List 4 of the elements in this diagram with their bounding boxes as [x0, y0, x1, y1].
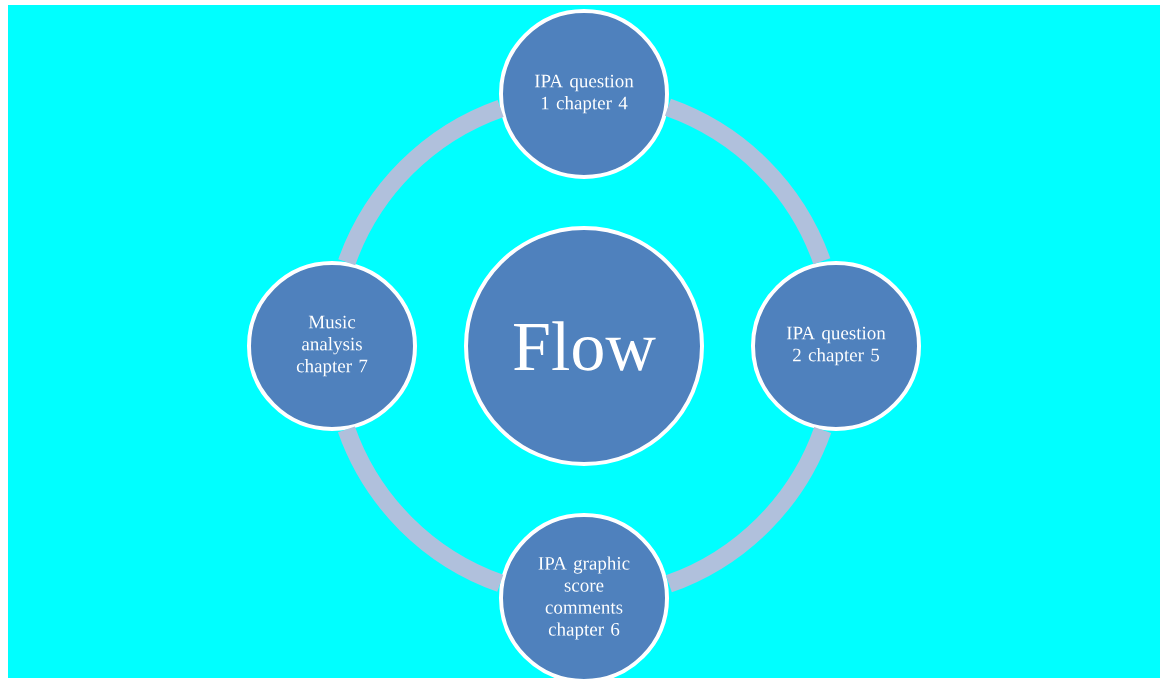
- ring-arc: [338, 426, 504, 592]
- ring-arc: [665, 426, 832, 593]
- ring-arc: [338, 100, 504, 266]
- ring-arc: [664, 98, 831, 265]
